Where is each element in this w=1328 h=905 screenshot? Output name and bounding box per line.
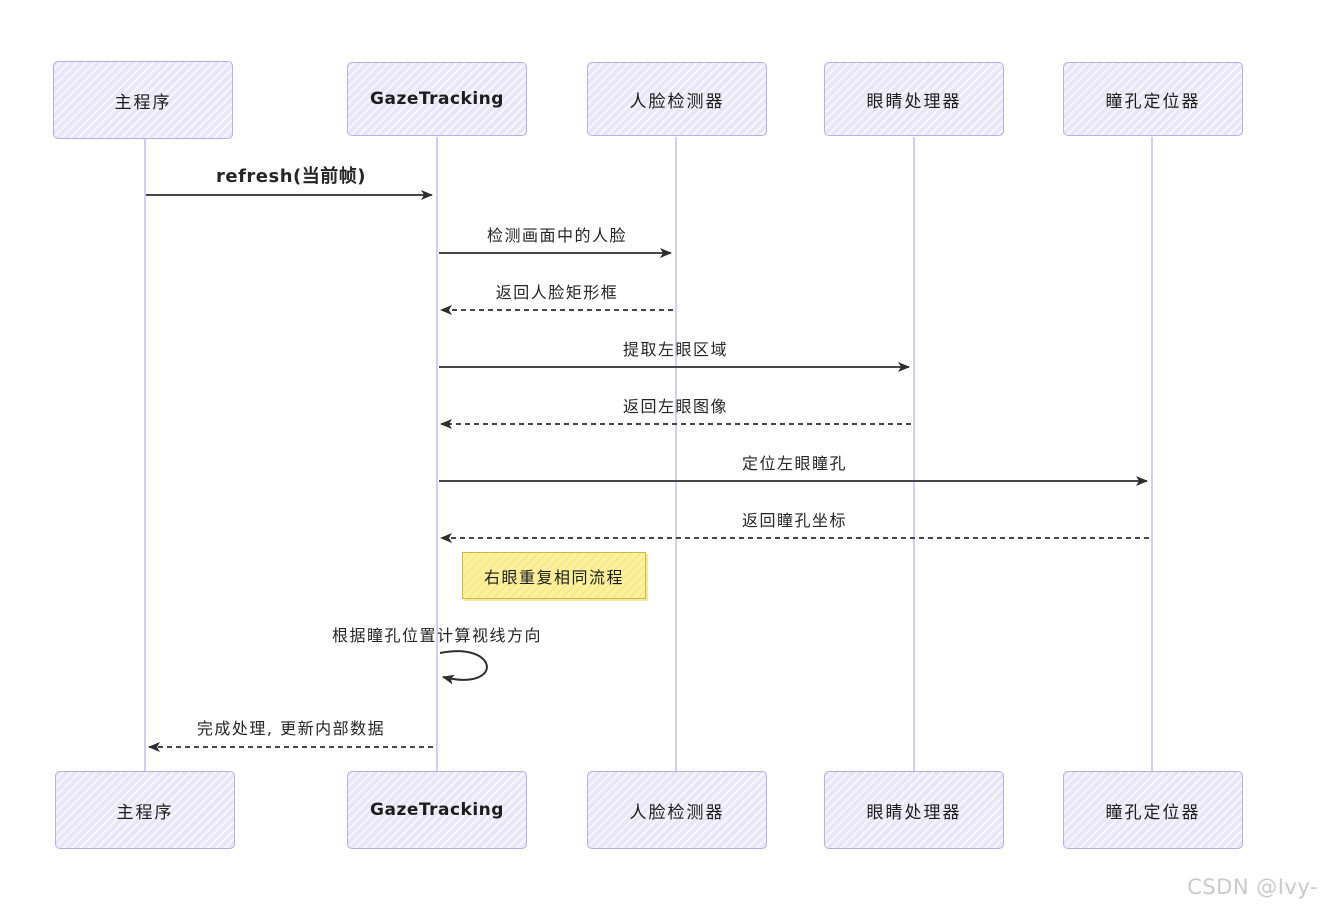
message-label-extract-left-eye: 提取左眼区域 bbox=[622, 340, 728, 359]
actor-bottom-eye: 眼睛处理器 bbox=[824, 771, 1004, 849]
actor-top-pupil: 瞳孔定位器 bbox=[1063, 62, 1243, 136]
actor-top-face: 人脸检测器 bbox=[587, 62, 767, 136]
note-right-eye-repeat: 右眼重复相同流程 bbox=[462, 552, 646, 599]
actor-bottom-face: 人脸检测器 bbox=[587, 771, 767, 849]
message-label-done: 完成处理, 更新内部数据 bbox=[196, 719, 386, 738]
actor-bottom-gaze: GazeTracking bbox=[347, 771, 527, 849]
watermark: CSDN @Ivy- bbox=[1187, 875, 1318, 899]
actor-top-eye: 眼睛处理器 bbox=[824, 62, 1004, 136]
message-label-detect-face: 检测画面中的人脸 bbox=[486, 226, 627, 245]
lifeline-gaze bbox=[436, 137, 438, 771]
message-label-return-face-rect: 返回人脸矩形框 bbox=[495, 283, 619, 302]
message-label-locate-pupil: 定位左眼瞳孔 bbox=[741, 454, 847, 473]
arrow-self-compute-gaze bbox=[439, 650, 488, 685]
message-label-refresh: refresh(当前帧) bbox=[216, 166, 366, 187]
message-label-return-pupil-coords: 返回瞳孔坐标 bbox=[741, 511, 847, 530]
actor-bottom-pupil: 瞳孔定位器 bbox=[1063, 771, 1243, 849]
lifeline-pupil bbox=[1151, 137, 1153, 771]
lifeline-face bbox=[675, 137, 677, 771]
message-label-return-eye-image: 返回左眼图像 bbox=[622, 397, 728, 416]
actor-top-gaze: GazeTracking bbox=[347, 62, 527, 136]
message-label-compute-gaze: 根据瞳孔位置计算视线方向 bbox=[331, 626, 542, 645]
lifeline-main bbox=[144, 137, 146, 771]
actor-top-main: 主程序 bbox=[53, 61, 233, 139]
actor-bottom-main: 主程序 bbox=[55, 771, 235, 849]
lifeline-eye bbox=[913, 137, 915, 771]
